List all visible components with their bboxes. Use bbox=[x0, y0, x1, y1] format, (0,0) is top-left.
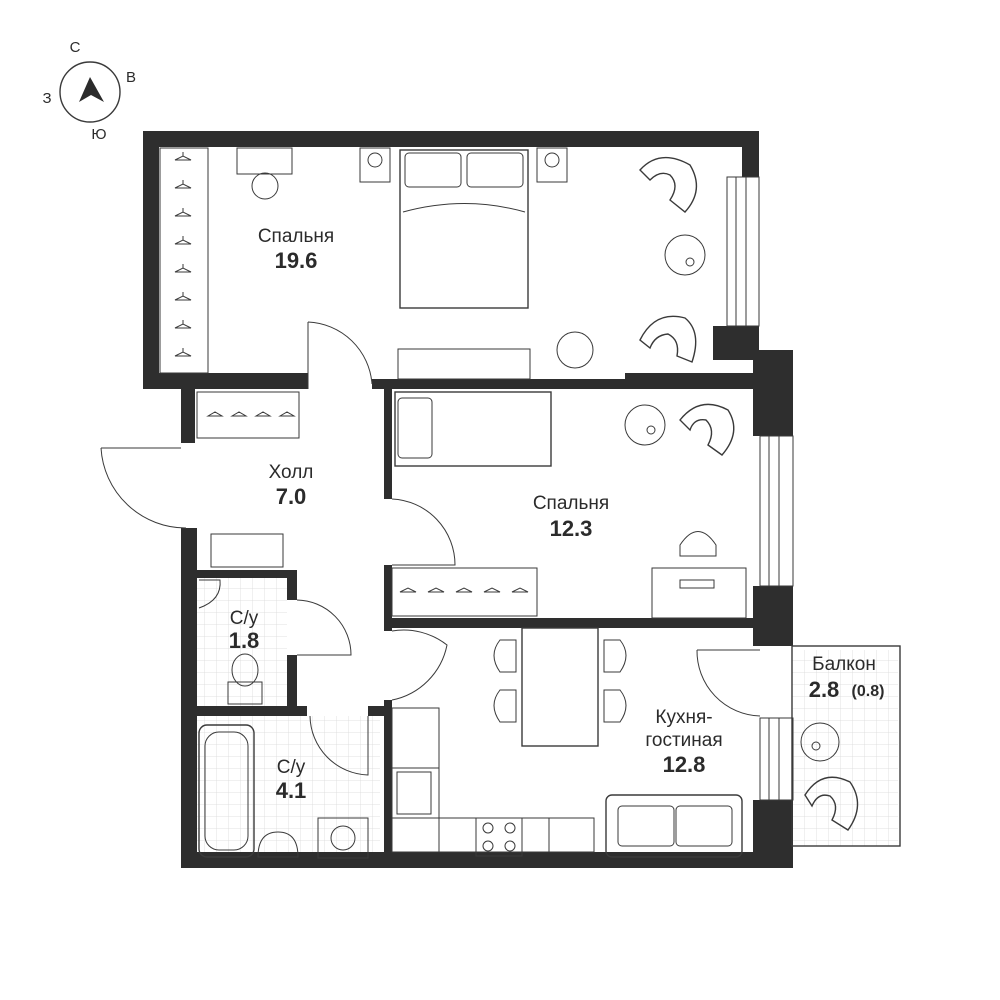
hall-console bbox=[210, 533, 284, 568]
stool bbox=[251, 172, 279, 200]
compass-arrow-icon bbox=[79, 77, 104, 102]
nightstand-right bbox=[536, 147, 568, 183]
chair-icon-3 bbox=[603, 639, 627, 673]
washbasin-icon bbox=[257, 831, 299, 858]
bedroom-small-furniture bbox=[391, 391, 747, 619]
balcony-armchair-icon bbox=[804, 776, 859, 831]
compass: С В Ю З bbox=[42, 39, 136, 143]
dressing-table bbox=[236, 147, 293, 175]
compass-west: З bbox=[42, 90, 51, 107]
bedroom-small-area: 12.3 bbox=[550, 516, 593, 541]
chair-icon-1 bbox=[493, 639, 517, 673]
bedroom-small-name: Спальня bbox=[533, 493, 609, 514]
hall-name: Холл bbox=[269, 462, 314, 483]
tv-stand bbox=[397, 348, 531, 380]
compass-south: Ю bbox=[91, 126, 106, 143]
hob-icon bbox=[475, 817, 523, 857]
wardrobe bbox=[159, 147, 209, 374]
plant-icon bbox=[556, 331, 594, 369]
single-bed bbox=[394, 391, 552, 467]
compass-east: В bbox=[126, 69, 136, 86]
toilet-icon bbox=[227, 681, 263, 705]
balcony-outline bbox=[791, 645, 901, 847]
balcony-table bbox=[800, 722, 840, 762]
armchair-icon-3 bbox=[679, 403, 735, 456]
wc-small-area: 1.8 bbox=[229, 628, 260, 653]
double-bed bbox=[399, 149, 529, 309]
desk-chair bbox=[679, 531, 717, 557]
hanger-icons bbox=[174, 152, 192, 357]
balcony-tiles bbox=[792, 650, 898, 846]
kitchen-counter bbox=[391, 767, 440, 819]
wc-small-name: С/у bbox=[230, 608, 259, 629]
wc-large-tiles bbox=[197, 716, 380, 862]
kitchen-area: 12.8 bbox=[663, 752, 706, 777]
hall-area: 7.0 bbox=[276, 484, 307, 509]
doors bbox=[100, 321, 761, 776]
fridge bbox=[391, 707, 440, 769]
round-table bbox=[624, 404, 666, 446]
room-labels: Спальня 19.6 Холл 7.0 Спальня 12.3 С/у 1… bbox=[229, 226, 885, 803]
balcony-area: 2.8 bbox=[809, 677, 840, 702]
sink-icon bbox=[198, 579, 221, 609]
armchair-icon-2 bbox=[639, 315, 697, 363]
wc-small-tiles bbox=[197, 578, 287, 706]
chair-icon-2 bbox=[493, 689, 517, 723]
bedroom-large-area: 19.6 bbox=[275, 248, 318, 273]
balcony-furniture bbox=[800, 722, 859, 831]
wc-large-area: 4.1 bbox=[276, 778, 307, 803]
kitchen-furniture bbox=[391, 627, 743, 858]
chair-icon-4 bbox=[603, 689, 627, 723]
windows bbox=[726, 176, 794, 801]
nightstand-left bbox=[359, 147, 391, 183]
sofa-icon bbox=[605, 794, 743, 858]
kitchen-name-line1: Кухня- bbox=[655, 707, 712, 728]
wardrobe-small bbox=[391, 567, 538, 617]
bedroom-large-name: Спальня bbox=[258, 226, 334, 247]
dining-table bbox=[521, 627, 599, 747]
desk bbox=[651, 567, 747, 619]
hall-furniture bbox=[196, 391, 300, 568]
walls bbox=[143, 131, 793, 868]
wc-large-furniture bbox=[198, 724, 369, 859]
bedroom-large-furniture bbox=[159, 147, 706, 380]
balcony-name: Балкон bbox=[812, 654, 876, 675]
armchair-icon bbox=[639, 157, 698, 213]
sink-kitchen-icon bbox=[396, 771, 432, 815]
wc-large-name: С/у bbox=[277, 757, 306, 778]
wc-small-furniture bbox=[198, 579, 263, 705]
side-table bbox=[664, 234, 706, 276]
compass-north: С bbox=[70, 39, 81, 56]
hall-wardrobe bbox=[196, 391, 300, 439]
kitchen-name-line2: гостиная bbox=[645, 730, 722, 751]
balcony-area-reduced: (0.8) bbox=[852, 683, 885, 700]
washing-machine-icon bbox=[317, 817, 369, 859]
bathtub-icon bbox=[198, 724, 255, 858]
